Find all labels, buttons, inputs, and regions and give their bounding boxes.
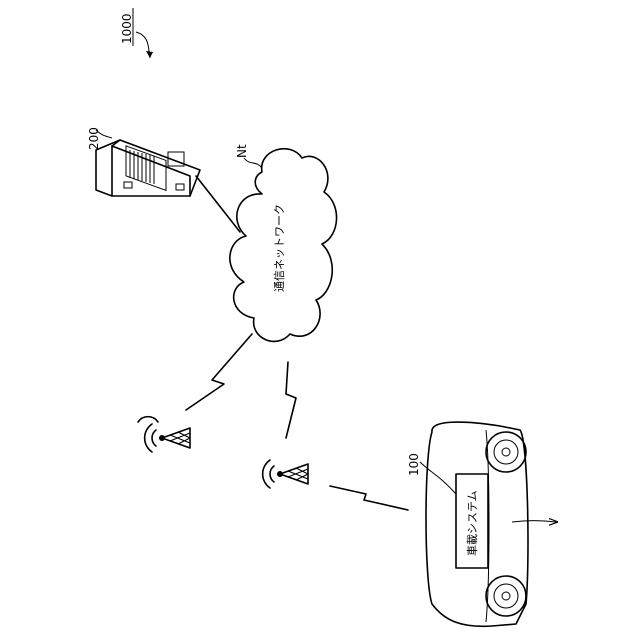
server-network-link bbox=[196, 176, 240, 232]
wireless-link-2 bbox=[286, 362, 296, 438]
vehicle-system-text: 車載システム bbox=[465, 490, 479, 556]
vehicle-label: 100 bbox=[407, 453, 421, 476]
network-cloud: Nt 通信ネットワーク bbox=[230, 144, 337, 341]
vehicle-rear-wheel bbox=[486, 576, 526, 616]
tower-2-mast bbox=[280, 464, 308, 484]
server-port bbox=[176, 184, 184, 190]
server-label: 200 bbox=[87, 127, 101, 150]
server-button bbox=[124, 182, 132, 188]
base-station-1 bbox=[138, 417, 190, 452]
tower-2-wave-outer-l bbox=[263, 460, 270, 488]
vehicle-leader-line bbox=[420, 462, 456, 494]
network-leader-line bbox=[244, 158, 262, 168]
vehicle-direction-label: V bbox=[547, 517, 561, 526]
vehicle-front-wheel bbox=[486, 432, 526, 472]
figure-ref-arrowhead bbox=[146, 51, 153, 58]
wireless-link-1 bbox=[186, 334, 252, 410]
wireless-link-3 bbox=[330, 486, 408, 510]
figure-ref-label: 1000 bbox=[120, 13, 134, 44]
figure-reference: 1000 bbox=[120, 8, 153, 58]
network-ref-label: Nt bbox=[235, 144, 249, 158]
tower-1-mast bbox=[162, 428, 190, 448]
tower-1-wave-inner-l bbox=[152, 430, 156, 446]
tower-2-wave-inner-l bbox=[270, 466, 274, 482]
tower-1-wave-inner-r bbox=[138, 417, 158, 422]
tower-2-antenna bbox=[277, 471, 283, 477]
base-station-2 bbox=[263, 460, 308, 488]
server: 200 bbox=[87, 127, 200, 196]
vehicle: 100 車載システム V bbox=[407, 422, 561, 626]
tower-1-wave-outer-l bbox=[145, 424, 152, 452]
tower-1-antenna bbox=[159, 435, 165, 441]
network-text: 通信ネットワーク bbox=[273, 204, 286, 292]
